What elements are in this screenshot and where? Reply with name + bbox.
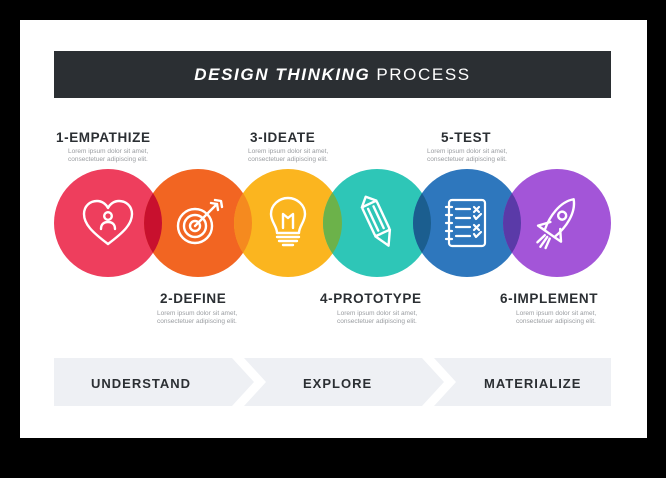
phase-chevron-materialize [434,358,611,406]
rocket-icon [536,198,576,250]
step-label-define: 2-DEFINE [160,291,227,306]
title-bar: DESIGN THINKING PROCESS [54,51,611,98]
step-label-ideate: 3-IDEATE [250,130,316,145]
step-desc-prototype: Lorem ipsum dolor sit amet,consectetuer … [337,310,418,325]
circle-ideate [234,169,342,277]
phase-bar [54,358,611,406]
step-desc-empathize: Lorem ipsum dolor sit amet,consectetuer … [68,148,149,163]
step-desc-implement: Lorem ipsum dolor sit amet,consectetuer … [516,310,597,325]
step-desc-ideate: Lorem ipsum dolor sit amet,consectetuer … [248,148,329,163]
step-label-empathize: 1-EMPATHIZE [56,130,151,145]
step-label-implement: 6-IMPLEMENT [500,291,599,306]
phase-label-understand: UNDERSTAND [91,376,192,391]
phase-chevron-explore [244,358,444,406]
step-label-test: 5-TEST [441,130,492,145]
phase-label-explore: EXPLORE [303,376,373,391]
phase-chevron-understand [54,358,254,406]
phase-label-materialize: MATERIALIZE [484,376,582,391]
heart-person-icon [82,199,134,246]
pencil-icon [360,195,392,247]
step-desc-define: Lorem ipsum dolor sit amet,consectetuer … [157,310,238,325]
title-strong: DESIGN THINKING [194,64,371,84]
circle-test [413,169,521,277]
target-icon [176,198,224,245]
checklist-icon [444,198,487,248]
step-label-prototype: 4-PROTOTYPE [320,291,422,306]
lightbulb-icon [269,196,307,247]
title-light: PROCESS [376,64,471,84]
step-desc-test: Lorem ipsum dolor sit amet,consectetuer … [427,148,508,163]
circle-prototype [323,169,431,277]
circle-implement [503,169,611,277]
